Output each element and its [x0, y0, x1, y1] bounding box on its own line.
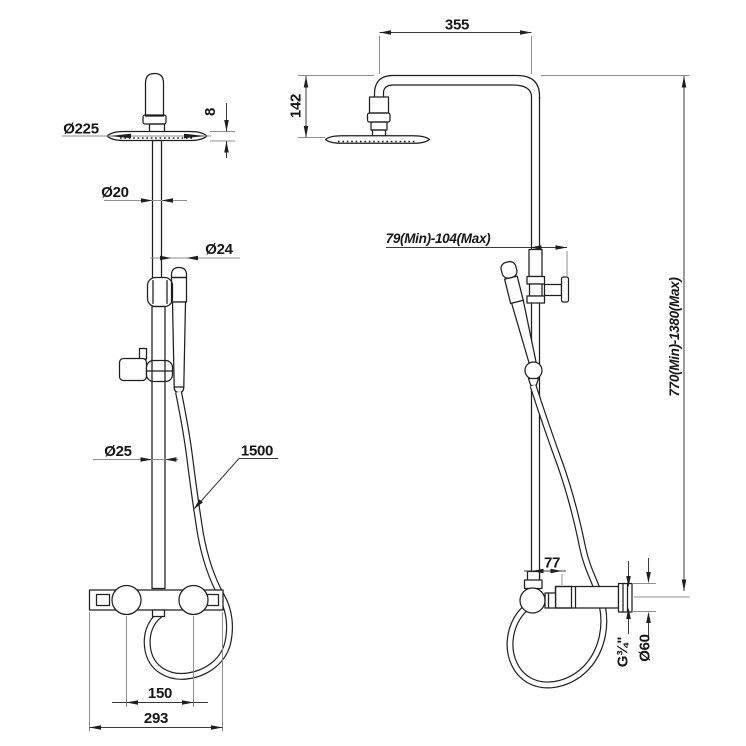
front-valve-left-union	[95, 593, 111, 607]
front-shower-hose	[143, 391, 233, 680]
dim-riser-pipe-diameter: Ø25	[93, 443, 178, 462]
side-riser-pipe	[530, 96, 541, 584]
side-thermostatic-valve	[519, 570, 633, 614]
side-bracket-arm	[543, 283, 563, 297]
side-view: 355 142 79(Min)-104(Max) 770(Min)-1380(M…	[288, 17, 690, 689]
side-hose-connector	[527, 377, 540, 387]
side-wall-flange	[560, 276, 570, 303]
front-hand-shower-cap	[170, 266, 188, 279]
side-hand-shower-ring	[524, 361, 543, 380]
side-ball-joint	[519, 587, 546, 614]
dim-valve-body-diameter: Ø60	[632, 558, 656, 662]
label-wall-clearance: 79(Min)-104(Max)	[386, 231, 492, 246]
front-head-nut	[148, 123, 166, 133]
side-hand-shower	[500, 260, 543, 387]
side-head-hub	[371, 129, 387, 137]
side-wall-bracket	[526, 248, 570, 304]
dim-wall-clearance: 79(Min)-104(Max)	[386, 231, 568, 277]
label-head-drop: 142	[288, 94, 305, 118]
label-connection-thread: G¾"	[615, 637, 632, 668]
side-valve-nipple	[544, 592, 557, 609]
front-thermostatic-valve	[88, 584, 224, 618]
label-outlet-spacing: 150	[148, 685, 172, 702]
front-diverter-junction	[146, 276, 174, 308]
side-shower-arm	[373, 74, 541, 100]
dim-valve-depth: 77	[524, 555, 566, 585]
label-valve-width: 293	[144, 710, 168, 727]
dim-valve-width: 293	[89, 612, 223, 732]
side-valve-endcap	[617, 582, 633, 613]
front-hand-shower	[170, 266, 188, 394]
front-hose-outlet-stub	[151, 609, 166, 618]
front-view: Ø225 8 Ø20 Ø24 Ø25	[62, 72, 278, 732]
label-hose-length: 1500	[241, 443, 273, 460]
front-upper-riser-pipe	[151, 139, 163, 284]
label-valve-depth: 77	[544, 555, 560, 572]
front-valve-left-knob	[111, 584, 142, 616]
label-valve-body-diameter: Ø60	[637, 634, 654, 661]
side-hand-shower-body	[510, 299, 537, 365]
label-head-diameter: Ø225	[63, 121, 99, 138]
side-arm-sleeve	[368, 96, 390, 114]
side-valve-body	[554, 585, 620, 609]
label-column-height: 770(Min)-1380(Max)	[667, 277, 682, 397]
side-pipe-nut	[523, 579, 543, 590]
side-hand-shower-grip	[503, 275, 524, 305]
label-arm-reach: 355	[445, 17, 469, 34]
side-head-nut	[370, 121, 388, 131]
front-bracket-knob	[138, 347, 148, 360]
front-hand-shower-body	[171, 301, 187, 388]
label-upper-pipe-diameter: Ø20	[101, 184, 128, 201]
front-top-elbow	[144, 72, 165, 117]
side-pipe-fitting	[526, 570, 541, 582]
front-hand-shower-grip	[170, 276, 188, 303]
dim-head-diameter: Ø225	[62, 121, 211, 139]
front-valve-right-knob	[178, 584, 209, 616]
label-hand-shower-diameter: Ø24	[205, 241, 233, 258]
front-hand-shower-outlet	[173, 386, 185, 394]
front-wall-bracket	[118, 357, 148, 382]
dim-hose-length: 1500	[193, 443, 278, 510]
label-head-thickness: 8	[202, 108, 219, 116]
side-head-flange	[366, 112, 391, 123]
dim-arm-reach: 355	[379, 17, 532, 74]
dim-head-drop: 142	[288, 75, 374, 138]
dim-outlet-spacing: 150	[112, 616, 208, 707]
dim-connection-thread: G¾"	[615, 561, 632, 667]
dim-column-height: 770(Min)-1380(Max)	[541, 75, 690, 598]
dim-head-thickness: 8	[202, 103, 235, 158]
side-shower-hose	[506, 384, 608, 689]
front-lower-riser-pipe	[151, 305, 166, 590]
label-riser-pipe-diameter: Ø25	[104, 443, 131, 460]
dim-hand-shower-diameter: Ø24	[150, 241, 240, 261]
dim-upper-pipe-diameter: Ø20	[101, 184, 187, 203]
